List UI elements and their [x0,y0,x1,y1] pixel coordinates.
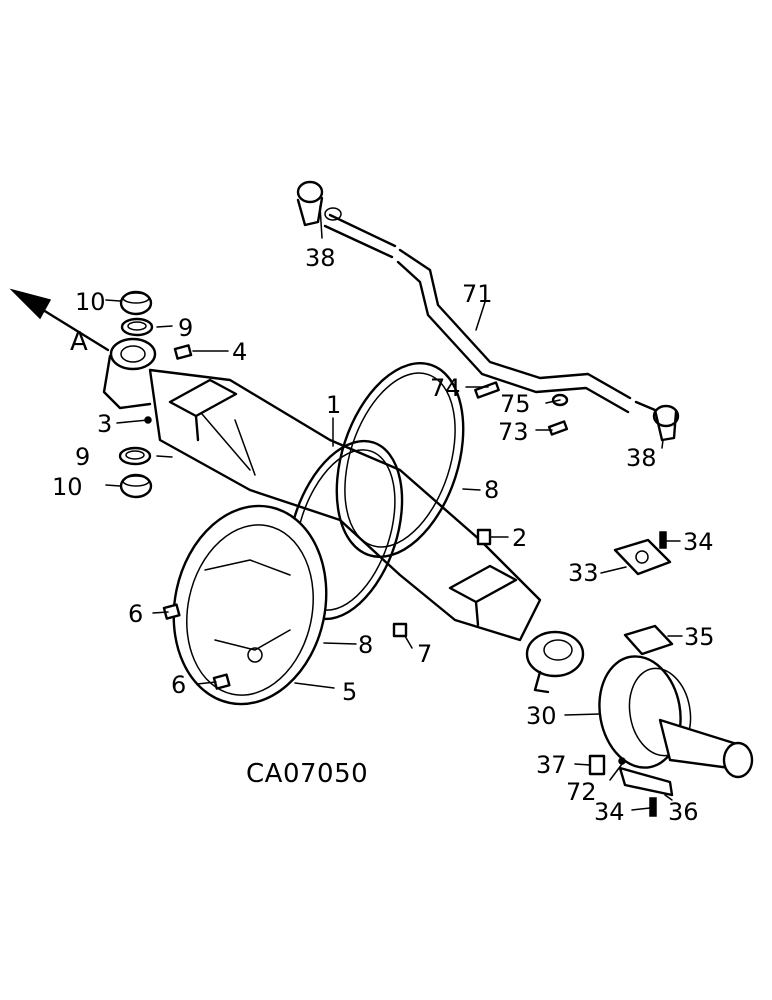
plug-6-lower [212,673,231,690]
differential-cover [172,504,328,706]
planetary-housing-30 [598,655,754,779]
bolt-34-lower [649,797,657,817]
callout-33: 33 [568,559,599,587]
callout-3: 3 [97,410,112,438]
pin-74 [474,381,500,399]
callout-9-lower: 9 [75,443,90,471]
plug-6-upper [162,603,181,620]
callout-10-upper: 10 [75,288,106,316]
callout-34-lower: 34 [594,798,625,826]
callout-38-upper: 38 [305,244,336,272]
callout-5: 5 [342,678,357,706]
bolt-34-upper [659,531,667,549]
callout-9-upper: 9 [178,314,193,342]
view-arrow: A [9,288,110,357]
stud-73 [547,420,569,436]
upper-bearing [119,290,154,337]
fitting-4 [173,344,193,360]
callout-35: 35 [684,623,715,651]
callout-73: 73 [498,418,529,446]
callout-1: 1 [326,391,341,419]
callout-37: 37 [536,751,567,779]
callout-30: 30 [526,702,557,730]
callout-6-upper: 6 [128,600,143,628]
callout-8-rear: 8 [484,476,499,504]
tie-rod-end-right [652,404,680,428]
callout-8-front: 8 [358,631,373,659]
leader-lines [105,205,683,811]
lower-bearing [118,446,153,499]
fitting-37 [588,754,606,776]
tie-rod-end-left [296,180,324,204]
callout-10-lower: 10 [52,473,83,501]
callout-4: 4 [232,338,247,366]
ball-72 [618,757,626,765]
callout-6-lower: 6 [171,671,186,699]
callout-74: 74 [430,374,461,402]
axle-housing [102,337,585,694]
breather-7 [392,622,408,638]
fitting-2 [476,528,492,546]
callout-34-upper: 34 [683,528,714,556]
tie-rod-assembly [296,180,680,442]
view-marker-label: A [70,327,88,357]
callout-38-lower: 38 [626,444,657,472]
callout-75: 75 [500,390,531,418]
cap-33 [613,538,672,576]
gasket-rear [335,362,465,558]
callouts: 38 71 10 9 4 3 1 74 75 73 38 9 10 8 2 34… [52,244,715,826]
callout-71: 71 [462,280,493,308]
shim-35 [623,624,674,656]
callout-36: 36 [668,798,699,826]
callout-2: 2 [512,524,527,552]
callout-7: 7 [417,640,432,668]
diagram-reference-code: CA07050 [246,759,368,789]
callout-72: 72 [566,778,597,806]
bracket-36 [618,766,674,797]
